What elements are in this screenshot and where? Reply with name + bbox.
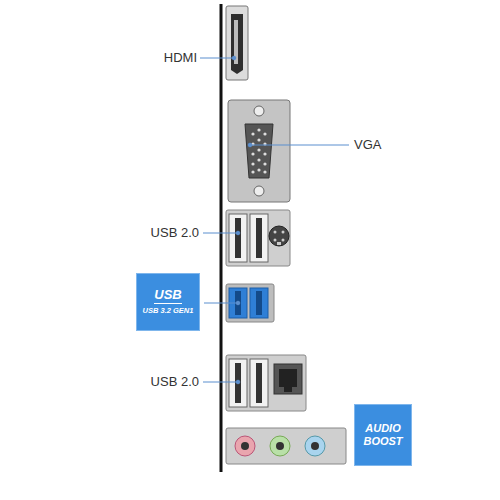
usb2-lan-port <box>226 355 306 411</box>
port-label: VGA <box>354 137 381 153</box>
badge-text: USB <box>154 288 181 304</box>
audio-jacks <box>226 428 346 464</box>
usb2-ps2-port <box>226 210 290 266</box>
vga-port <box>228 100 290 202</box>
leader-lines <box>200 56 349 384</box>
port-label: USB 2.0 <box>151 225 199 241</box>
usb-badge: USB USB 3.2 GEN1 <box>136 273 200 331</box>
audio-badge: AUDIO BOOST <box>354 404 412 466</box>
port-label: USB 2.0 <box>151 374 199 390</box>
panel-edge <box>220 4 223 472</box>
port-label: HDMI <box>164 50 197 66</box>
hdmi-port <box>226 6 248 80</box>
badge-text: USB 3.2 GEN1 <box>143 307 194 316</box>
badge-text: AUDIO BOOST <box>361 422 405 447</box>
